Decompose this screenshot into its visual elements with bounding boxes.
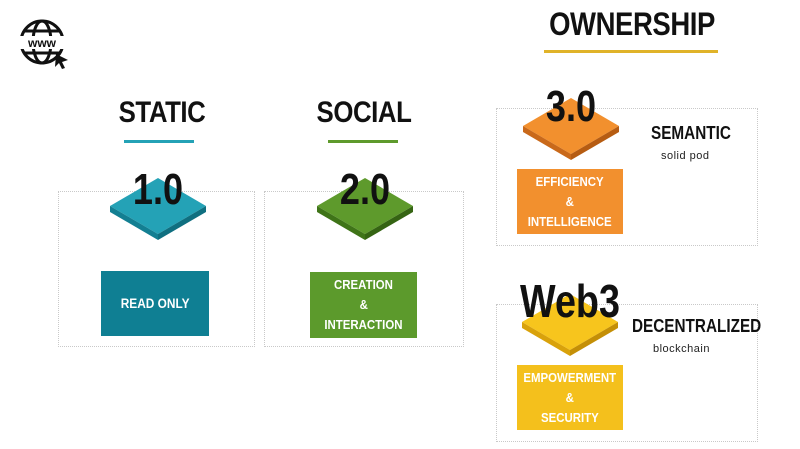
decentralized-diamond [522, 294, 618, 356]
decentralized-sublabel: blockchain [653, 343, 710, 355]
ownership-heading: OWNERSHIP [549, 6, 715, 42]
static-version: 1.0 [132, 165, 184, 214]
decentralized-container [496, 304, 758, 442]
semantic-card: EFFICIENCY & INTELLIGENCE [517, 169, 623, 234]
www-globe-icon: www [18, 19, 68, 69]
decentralized-label: DECENTRALIZED [632, 316, 762, 336]
semantic-card-line: INTELLIGENCE [528, 213, 612, 229]
decentralized-version: Web3 [520, 275, 620, 327]
semantic-label: SEMANTIC [651, 123, 731, 143]
semantic-card-line: & [565, 193, 575, 209]
decentralized-card-line: EMPOWERMENT [523, 369, 617, 385]
social-heading: SOCIAL [316, 96, 412, 129]
svg-text:www: www [27, 36, 57, 50]
social-version: 2.0 [339, 165, 391, 214]
decentralized-card: EMPOWERMENT & SECURITY [517, 365, 623, 430]
decentralized-card-line: SECURITY [541, 409, 599, 425]
semantic-version: 3.0 [545, 82, 597, 131]
social-card-line: INTERACTION [324, 317, 403, 332]
semantic-diamond [523, 98, 619, 160]
social-card-line: & [359, 297, 368, 312]
static-card: READ ONLY [101, 271, 209, 336]
static-diamond [110, 178, 206, 240]
social-card-line: CREATION [334, 277, 393, 292]
ownership-underline [544, 50, 718, 53]
static-underline [124, 140, 194, 143]
social-diamond [317, 178, 413, 240]
static-heading: STATIC [118, 96, 206, 129]
social-card: CREATION & INTERACTION [310, 272, 417, 338]
semantic-container [496, 108, 758, 246]
semantic-sublabel: solid pod [661, 150, 710, 162]
static-card-line: READ ONLY [120, 295, 190, 311]
decentralized-card-line: & [565, 389, 575, 405]
semantic-card-line: EFFICIENCY [535, 173, 605, 189]
social-underline [328, 140, 398, 143]
